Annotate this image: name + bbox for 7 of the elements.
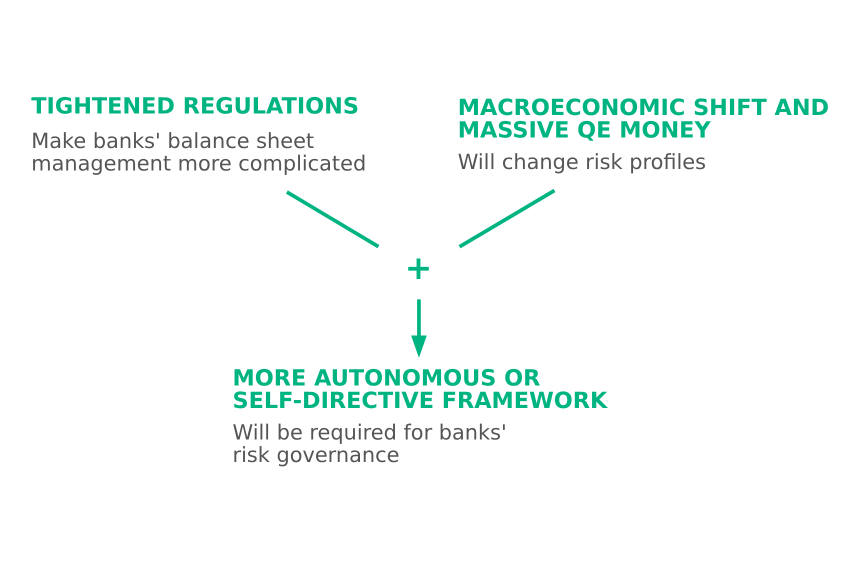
node-text: MACROECONOMIC SHIFT AND MASSIVE QE MONEY Will change risk profiles [458, 94, 830, 174]
node-text: MORE AUTONOMOUS OR SELF-DIRECTIVE FRAMEWORK Will be required for banks' risk governance [232, 365, 608, 466]
arrow [411, 298, 427, 358]
connector [286, 190, 380, 248]
node-text: TIGHTENED REGULATIONS Make banks' balance sheet management more complicated [31, 93, 366, 175]
node-text: + [404, 248, 432, 287]
connector [458, 188, 556, 248]
